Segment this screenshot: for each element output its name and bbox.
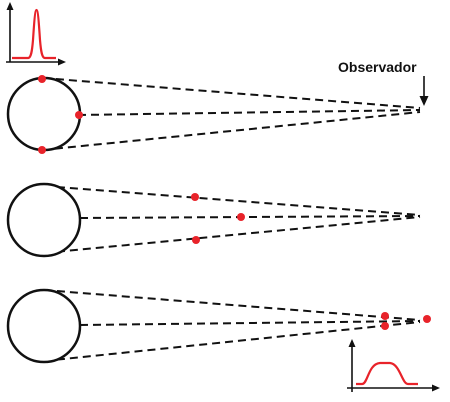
broad-plateau-curve xyxy=(356,361,418,386)
source-circle-bottom xyxy=(6,288,82,364)
inset-x-arrowhead xyxy=(58,58,66,66)
dot-middle-lower xyxy=(192,236,200,244)
inset2-y-arrowhead xyxy=(348,339,356,347)
dot-bottom-upper xyxy=(381,312,389,320)
ray-top-lower xyxy=(41,111,421,151)
dot-bottom-right xyxy=(423,315,431,323)
source-circle-top xyxy=(6,76,82,152)
ray-bottom-upper xyxy=(43,289,421,321)
ray-top-upper xyxy=(42,77,421,109)
ray-middle-upper xyxy=(43,185,421,216)
ray-middle-middle xyxy=(79,215,421,219)
arrow-down-icon xyxy=(419,76,429,106)
dot-middle-middle xyxy=(237,213,245,221)
source-circle-middle xyxy=(6,182,82,258)
ray-bottom-middle xyxy=(79,320,421,326)
broad-peak-inset xyxy=(347,339,440,392)
dot-top-middle xyxy=(75,111,83,119)
narrow-peak-inset xyxy=(6,2,66,66)
panel-bottom xyxy=(6,288,431,364)
dot-top-upper xyxy=(38,75,46,83)
ray-middle-lower xyxy=(43,216,421,254)
ray-bottom-lower xyxy=(43,321,421,362)
panel-middle xyxy=(6,182,421,258)
panel-top xyxy=(6,75,421,154)
dot-top-lower xyxy=(38,146,46,154)
inset-y-arrowhead xyxy=(6,2,14,10)
inset2-x-arrowhead xyxy=(432,384,440,392)
dot-middle-upper xyxy=(191,193,199,201)
observer-label: Observador xyxy=(338,59,417,75)
ray-top-middle xyxy=(77,109,421,116)
dot-bottom-middle xyxy=(381,322,389,330)
narrow-peak-curve xyxy=(12,8,56,60)
